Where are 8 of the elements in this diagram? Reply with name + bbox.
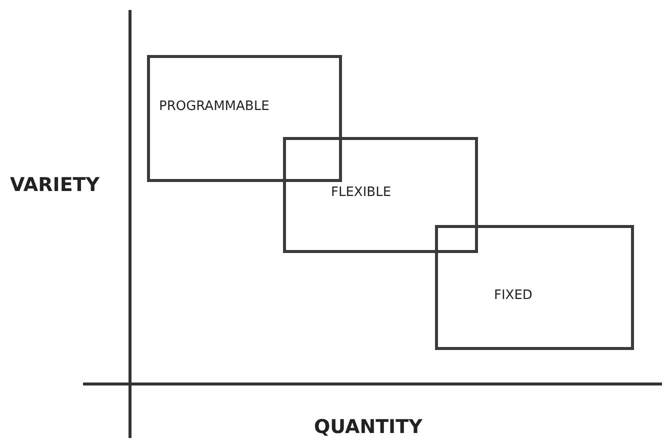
region-label: FLEXIBLE [331,185,392,200]
axis-title: QUANTITY [314,416,422,438]
region-box [147,55,342,182]
axis-title: VARIETY [10,174,100,196]
region-label: FIXED [494,288,532,303]
region-box [435,225,634,350]
region-label: PROGRAMMABLE [159,99,270,114]
region-box [283,137,478,253]
